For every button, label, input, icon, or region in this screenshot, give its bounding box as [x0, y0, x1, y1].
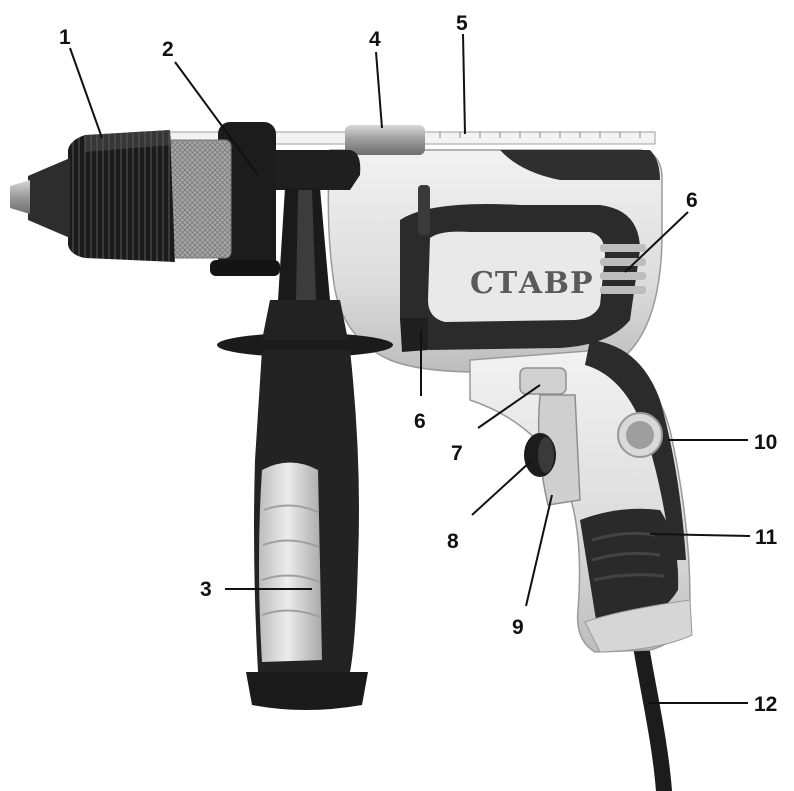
callout-8: 8	[447, 530, 459, 553]
rear-vent	[600, 244, 646, 294]
auxiliary-handle	[217, 150, 393, 710]
brand-logo: СТАВР	[470, 266, 594, 301]
gear-collar	[345, 125, 425, 155]
chuck-assembly	[10, 122, 280, 276]
callout-7: 7	[451, 442, 463, 465]
callout-2: 2	[162, 38, 174, 61]
callout-6-front-vent: 6	[414, 410, 426, 433]
callout-6-rear-vent: 6	[686, 189, 698, 212]
pistol-grip	[469, 340, 693, 653]
callout-4: 4	[369, 28, 381, 51]
callout-9: 9	[512, 616, 524, 639]
power-cord	[632, 632, 672, 791]
callout-5: 5	[456, 12, 468, 35]
callout-1: 1	[59, 26, 71, 49]
callout-11: 11	[755, 526, 778, 549]
callout-10: 10	[754, 431, 777, 454]
motor-housing: СТАВР	[327, 149, 663, 373]
callout-labels: 1 2 3 4 5 6 6 7 8 9 10 11 12	[59, 12, 778, 716]
callout-leaders	[69, 33, 751, 704]
trigger-group	[519, 367, 581, 506]
callout-3: 3	[200, 578, 212, 601]
callout-12: 12	[754, 693, 777, 716]
